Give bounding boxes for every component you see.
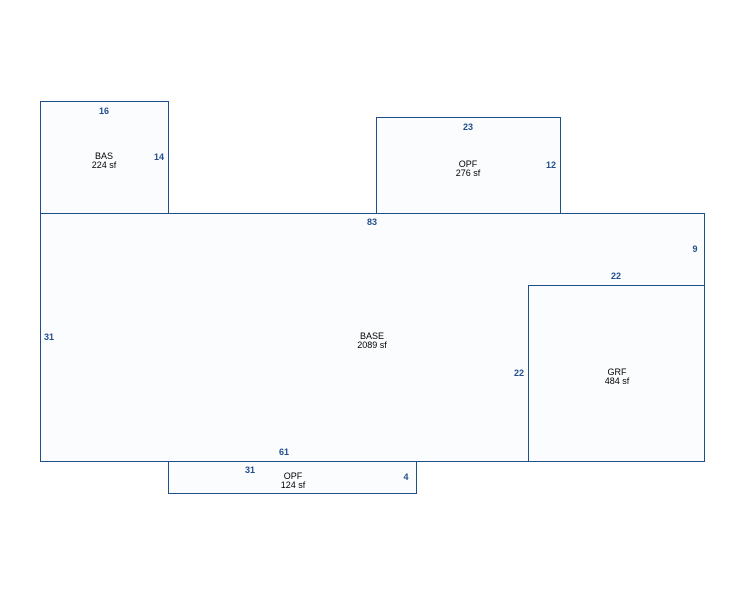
bas-dim-top: 16 (98, 106, 110, 116)
base-dim-right: 9 (692, 244, 698, 254)
grf-dim-left: 22 (513, 368, 525, 378)
opf-bottom-area (168, 461, 417, 494)
grf-dim-top: 22 (610, 271, 622, 281)
bas-area (40, 101, 169, 214)
base-dim-top: 83 (366, 217, 378, 227)
opf-bottom-dim-right: 4 (403, 472, 409, 482)
opf-top-dim-top: 23 (462, 122, 474, 132)
base-dim-left: 31 (43, 332, 55, 342)
opf-top-dim-right: 12 (545, 160, 557, 170)
base-dim-bottom: 61 (278, 447, 290, 457)
opf-bottom-dim-top: 31 (244, 465, 256, 475)
grf-area (528, 285, 705, 462)
opf-top-area (376, 117, 561, 214)
bas-dim-right: 14 (153, 152, 165, 162)
